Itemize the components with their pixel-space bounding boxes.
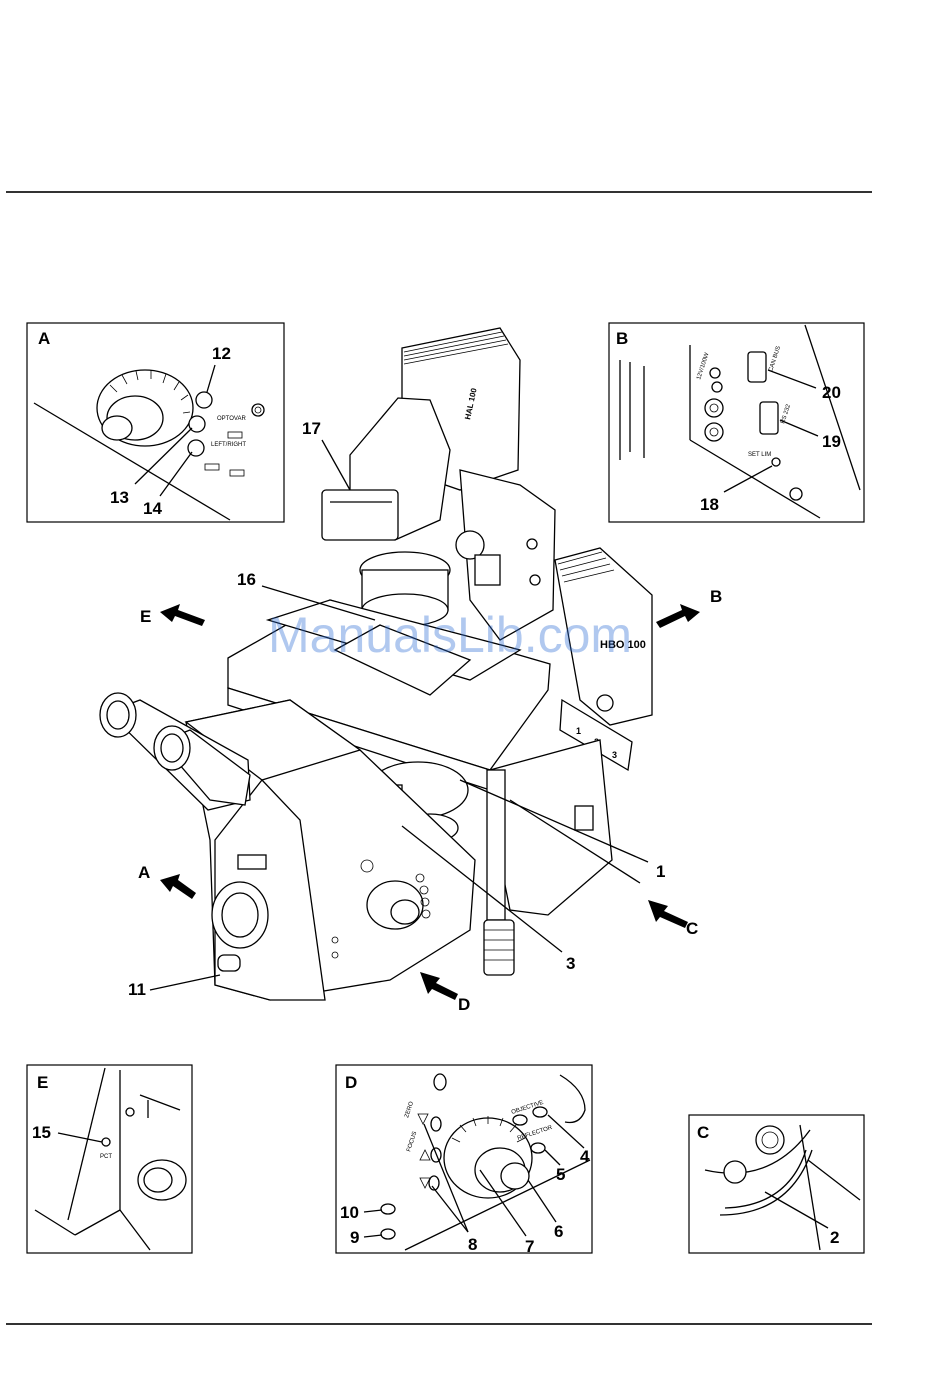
callout-2: 2 [830,1228,839,1247]
pct-label: PCT [100,1154,112,1160]
callout-5: 5 [556,1165,565,1184]
set-lim-label: SET LIM [748,452,771,458]
callout-9: 9 [350,1228,359,1247]
view-arrow-c: C [686,919,698,938]
callout-7: 7 [525,1237,534,1256]
callout-15: 15 [32,1123,51,1142]
watermark: ManualsLib.com [268,607,632,663]
view-arrow-b: B [710,587,722,606]
callout-16: 16 [237,570,256,589]
callout-20: 20 [822,383,841,402]
inset-b: B 12V/100W CAN BUS RS 232 SET LIM 20 19 … [609,323,864,522]
callout-1: 1 [656,862,665,881]
inset-b-letter: B [616,329,628,348]
view-arrow-a: A [138,863,150,882]
callout-8: 8 [468,1235,477,1254]
stage-pos-3: 3 [612,750,617,760]
callout-12: 12 [212,344,231,363]
inset-c: C 2 [689,1115,864,1253]
inset-a-letter: A [38,329,50,348]
view-arrow-d: D [458,995,470,1014]
inset-e: E PCT 15 [27,1065,192,1253]
callout-14: 14 [143,499,162,518]
inset-c-letter: C [697,1123,709,1142]
optovar-label: OPTOVAR [217,416,246,422]
view-arrow-e: E [140,607,151,626]
callout-3: 3 [566,954,575,973]
callout-10: 10 [340,1203,359,1222]
callout-6: 6 [554,1222,563,1241]
inset-d: D ZERO FOCUS OBJECTIVE REFLECTOR [336,1065,592,1256]
callout-18: 18 [700,495,719,514]
callout-13: 13 [110,488,129,507]
stage-pos-1: 1 [576,726,581,736]
callout-11: 11 [128,980,146,999]
inset-a: A OPTOVAR LEFT/RIGHT 12 13 14 [27,323,284,522]
inset-d-letter: D [345,1073,357,1092]
left-right-label: LEFT/RIGHT [211,442,246,448]
callout-19: 19 [822,432,841,451]
callout-17: 17 [302,419,321,438]
callout-4: 4 [580,1147,590,1166]
inset-e-letter: E [37,1073,48,1092]
